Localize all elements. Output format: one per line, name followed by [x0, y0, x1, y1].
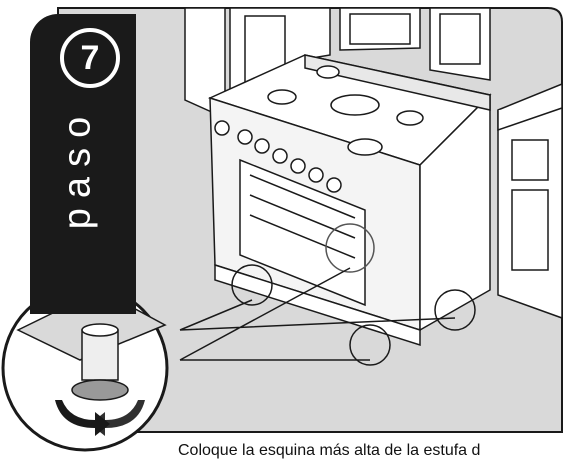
step-number-badge: 7: [60, 28, 120, 88]
detail-callouts: [179, 223, 476, 366]
step-number: 7: [80, 38, 100, 77]
instruction-caption: Coloque la esquina más alta de la estufa…: [178, 442, 481, 459]
rotate-arrows-icon: [55, 400, 145, 436]
stove: [207, 54, 492, 347]
upper-cabinet-right: [429, 7, 491, 81]
base-cabinet-right: [497, 82, 563, 320]
step-word: paso: [56, 106, 99, 230]
